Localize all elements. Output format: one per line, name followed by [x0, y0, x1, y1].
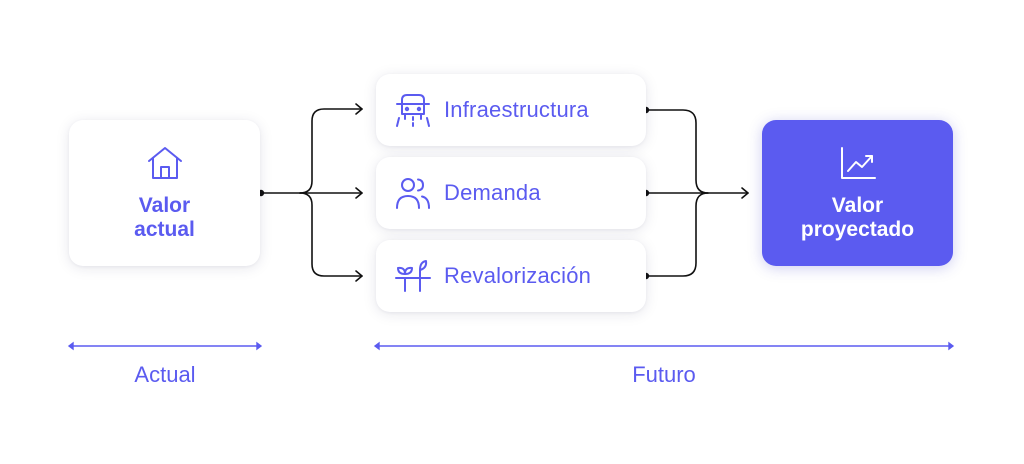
connector-from-revalorizacion: [645, 192, 709, 277]
timeline-future-label: Futuro: [632, 362, 696, 387]
connector-from-infraestructura: [645, 109, 709, 194]
factor-card-infraestructura: Infraestructura: [376, 74, 646, 146]
projected-value-card: Valor proyectado: [762, 120, 953, 266]
current-value-card: Valor actual: [69, 120, 260, 266]
factor-card-revalorizacion: Revalorización: [376, 240, 646, 312]
current-value-title: Valor actual: [134, 193, 195, 241]
projected-value-title: Valor proyectado: [800, 193, 915, 241]
factor-card-demanda: Demanda: [376, 157, 646, 229]
infrastructure-icon: [394, 91, 432, 129]
connector-to-infraestructura: [299, 108, 363, 194]
trending-chart-icon: [839, 145, 877, 186]
connector-to-revalorizacion: [299, 192, 363, 277]
factor-label: Revalorización: [444, 263, 592, 288]
factor-label: Demanda: [444, 180, 541, 205]
factor-label: Infraestructura: [444, 97, 589, 122]
house-icon: [146, 145, 184, 186]
plant-growth-icon: [394, 257, 432, 295]
people-icon: [394, 174, 432, 212]
timeline-current-label: Actual: [134, 362, 196, 387]
